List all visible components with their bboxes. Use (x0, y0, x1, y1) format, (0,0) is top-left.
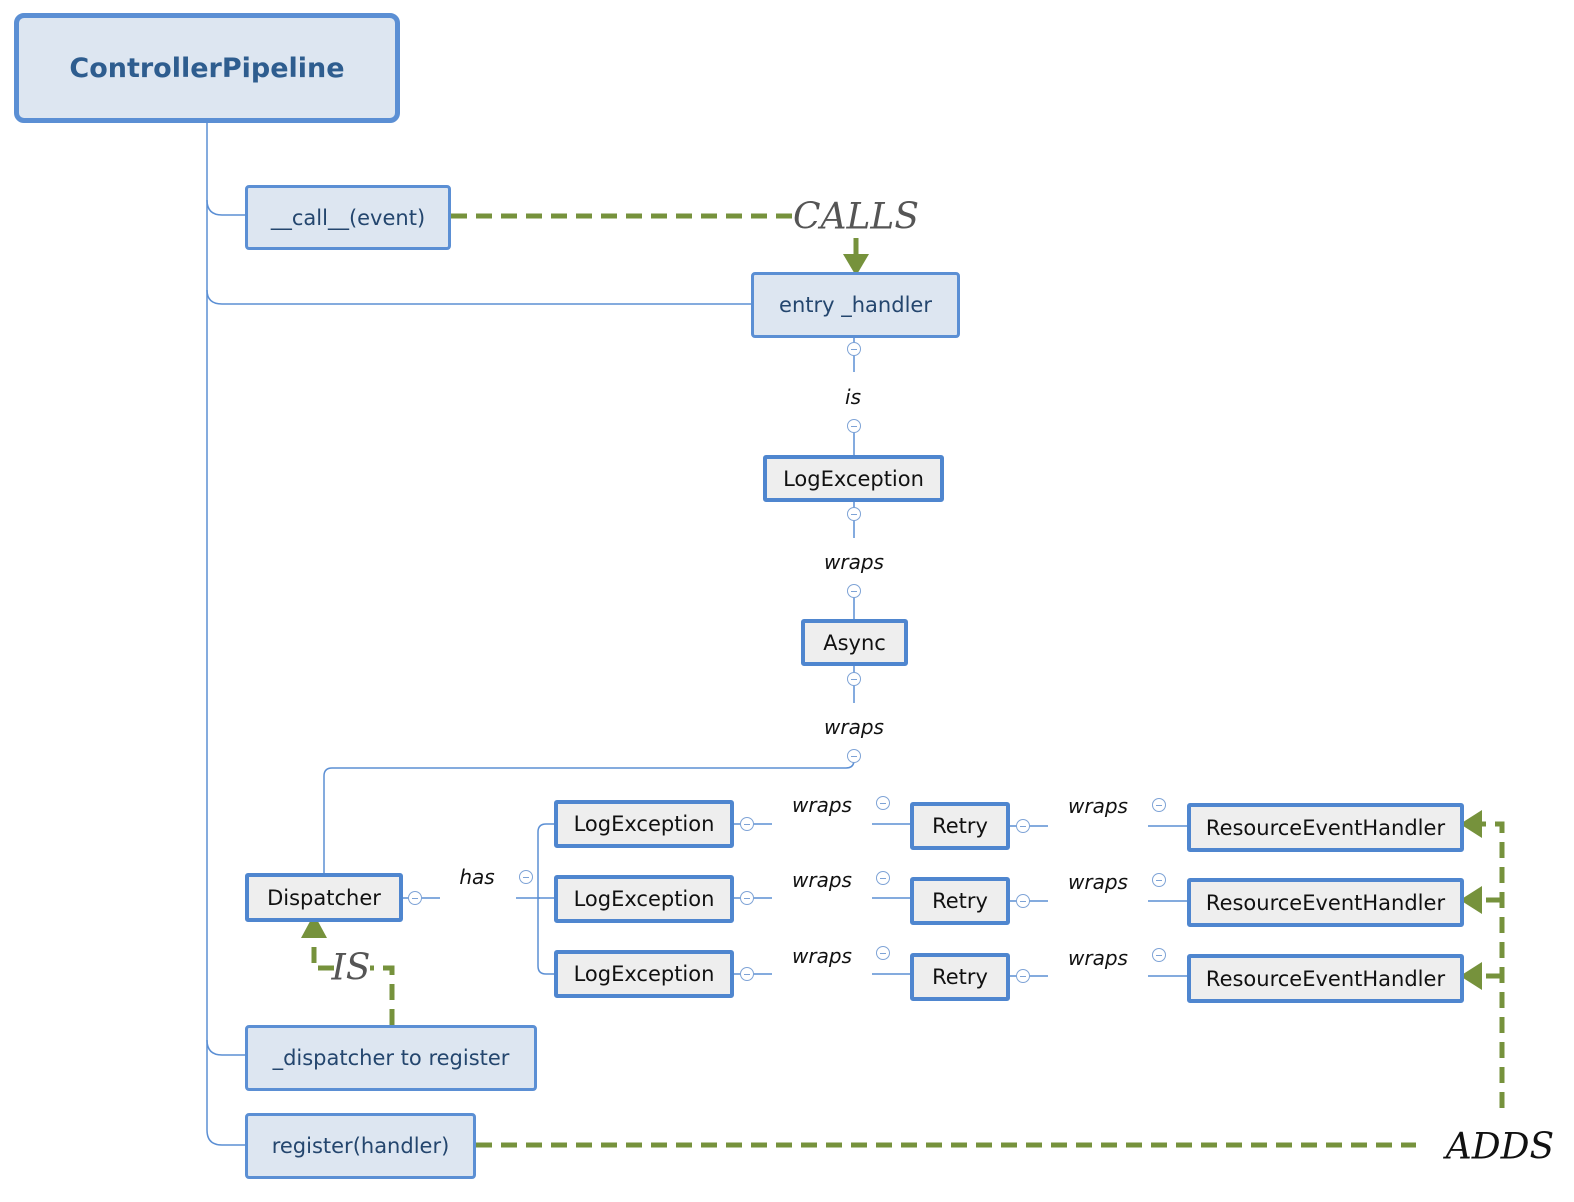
collapse-toggle[interactable] (847, 507, 861, 521)
relation-wraps-label: wraps (792, 793, 852, 817)
relation-wraps-label: wraps (824, 715, 884, 739)
collapse-toggle[interactable] (740, 891, 754, 905)
node-log-exception[interactable]: LogException (554, 875, 734, 923)
collapse-toggle[interactable] (740, 817, 754, 831)
collapse-toggle[interactable] (876, 871, 890, 885)
collapse-toggle[interactable] (408, 891, 422, 905)
annotation-adds: ADDS (1445, 1126, 1555, 1168)
node-log-exception[interactable]: LogException (763, 455, 944, 502)
collapse-toggle[interactable] (519, 870, 533, 884)
collapse-toggle[interactable] (876, 796, 890, 810)
collapse-toggle[interactable] (847, 584, 861, 598)
member-register-handler[interactable]: register(handler) (245, 1113, 476, 1179)
node-resource-event-handler[interactable]: ResourceEventHandler (1187, 878, 1464, 927)
member-call-event[interactable]: __call__(event) (245, 185, 451, 250)
relation-wraps-label: wraps (1068, 794, 1128, 818)
collapse-toggle[interactable] (847, 342, 861, 356)
relation-has-label: has (459, 865, 495, 889)
node-resource-event-handler[interactable]: ResourceEventHandler (1187, 954, 1464, 1003)
collapse-toggle[interactable] (847, 419, 861, 433)
node-dispatcher[interactable]: Dispatcher (245, 873, 403, 922)
node-log-exception[interactable]: LogException (554, 800, 734, 848)
node-retry[interactable]: Retry (910, 953, 1010, 1001)
annotation-calls: CALLS (792, 196, 920, 238)
relation-is-label: is (845, 385, 861, 409)
relation-wraps-label: wraps (824, 550, 884, 574)
collapse-toggle[interactable] (740, 967, 754, 981)
annotation-is: IS (331, 947, 371, 989)
collapse-toggle[interactable] (1016, 819, 1030, 833)
member-entry-handler[interactable]: entry _handler (751, 272, 960, 338)
collapse-toggle[interactable] (1016, 969, 1030, 983)
relation-wraps-label: wraps (792, 868, 852, 892)
collapse-toggle[interactable] (847, 672, 861, 686)
relation-wraps-label: wraps (792, 944, 852, 968)
node-retry[interactable]: Retry (910, 877, 1010, 925)
collapse-toggle[interactable] (1016, 894, 1030, 908)
collapse-toggle[interactable] (1152, 798, 1166, 812)
node-resource-event-handler[interactable]: ResourceEventHandler (1187, 803, 1464, 852)
node-async[interactable]: Async (801, 619, 908, 666)
node-log-exception[interactable]: LogException (554, 950, 734, 998)
relation-wraps-label: wraps (1068, 946, 1128, 970)
collapse-toggle[interactable] (1152, 873, 1166, 887)
root-node-controller-pipeline[interactable]: ControllerPipeline (14, 13, 400, 123)
relation-wraps-label: wraps (1068, 870, 1128, 894)
member-dispatcher-to-register[interactable]: _dispatcher to register (245, 1025, 537, 1091)
collapse-toggle[interactable] (1152, 948, 1166, 962)
node-retry[interactable]: Retry (910, 802, 1010, 850)
collapse-toggle[interactable] (847, 749, 861, 763)
collapse-toggle[interactable] (876, 946, 890, 960)
